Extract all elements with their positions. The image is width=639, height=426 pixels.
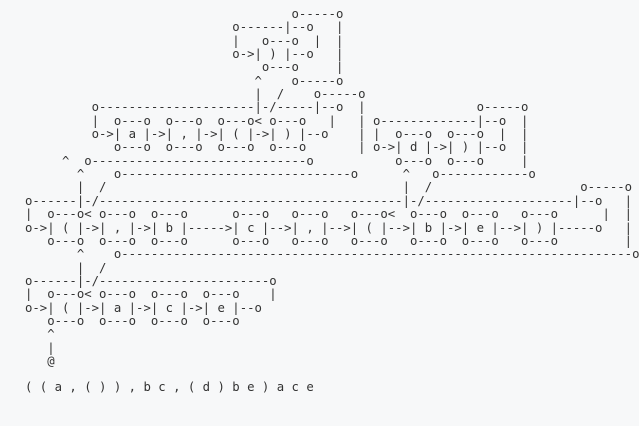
- expression-line: ( ( a , ( ) ) , b c , ( d ) b e ) a c e: [25, 380, 314, 395]
- ascii-railroad-diagram: o-----o o------|--o | | o---o | | o->| )…: [25, 7, 639, 368]
